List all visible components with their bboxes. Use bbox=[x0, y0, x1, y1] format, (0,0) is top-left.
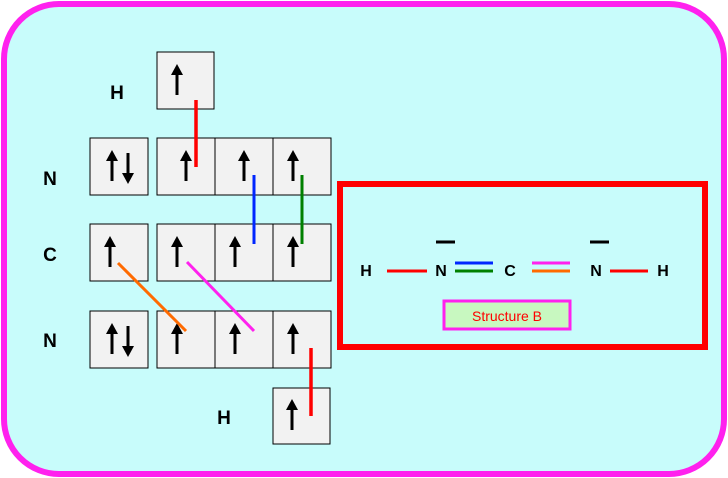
orbital-box bbox=[89, 223, 149, 282]
orbital-row-n-bottom bbox=[89, 310, 332, 369]
orbital-box bbox=[272, 310, 332, 369]
structure-atom-h-left: H bbox=[360, 263, 372, 280]
orbital-box bbox=[156, 223, 216, 282]
label-n-top: N bbox=[43, 169, 57, 190]
structure-atom-n-left: N bbox=[435, 263, 447, 280]
structure-caption-box bbox=[442, 299, 572, 331]
orbital-row-n-top bbox=[89, 137, 332, 196]
structure-caption: Structure B bbox=[472, 308, 542, 324]
bond-line-c-n-magenta bbox=[185, 260, 256, 333]
label-h-bottom: H bbox=[217, 408, 231, 429]
orbital-h-bottom bbox=[272, 387, 331, 445]
orbital-box bbox=[214, 223, 274, 282]
label-h-top: H bbox=[110, 83, 124, 104]
orbital-box bbox=[89, 137, 149, 196]
orbital-box bbox=[156, 310, 216, 369]
orbital-box bbox=[89, 310, 149, 369]
structure-b-frame bbox=[337, 181, 708, 350]
label-n-bottom: N bbox=[43, 331, 57, 352]
structure-atom-c: C bbox=[504, 263, 516, 280]
orbital-h-top bbox=[156, 51, 215, 110]
bond-line-c-n-orange bbox=[116, 261, 188, 333]
structure-atom-h-right: H bbox=[657, 263, 669, 280]
structure-b-panel: H N C N H Structure B bbox=[337, 181, 708, 350]
structure-atom-n-right: N bbox=[590, 263, 602, 280]
label-c: C bbox=[43, 245, 57, 266]
